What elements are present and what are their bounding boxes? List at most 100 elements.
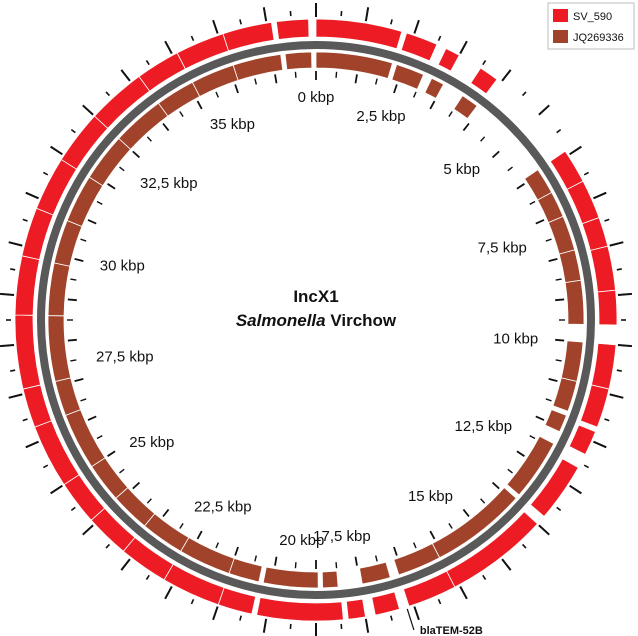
sv590-segment-18	[217, 587, 257, 615]
inner-tick	[70, 278, 77, 281]
inner-tick	[274, 556, 278, 566]
inner-tick	[96, 200, 103, 205]
inner-tick	[234, 84, 239, 94]
sv590-segment-33	[222, 21, 275, 52]
inner-tick	[548, 378, 558, 382]
legend: SV_590 JQ269336	[547, 2, 635, 50]
inner-tick	[535, 415, 545, 421]
inner-tick	[462, 122, 470, 132]
outer-tick	[190, 598, 195, 605]
inner-tick	[74, 378, 84, 382]
outer-tick	[482, 60, 487, 66]
inner-tick	[146, 498, 152, 504]
inner-tick	[132, 150, 141, 159]
inner-tick	[535, 219, 545, 225]
inner-tick	[162, 122, 170, 132]
sv590-segment-25	[14, 314, 42, 390]
sv590-segment-15	[371, 591, 400, 616]
backbone-ring	[37, 41, 595, 599]
outer-tick	[10, 268, 16, 271]
outer-tick	[120, 69, 131, 82]
outer-tick	[583, 171, 590, 176]
scale-label-7: 17,5 kbp	[313, 528, 371, 545]
jq269336-segment-25	[47, 315, 72, 382]
outer-tick	[521, 91, 527, 97]
outer-tick	[70, 128, 76, 134]
jq269336-segment-26	[47, 262, 71, 317]
outer-tick	[105, 543, 111, 549]
inner-tick	[555, 278, 562, 281]
sv590-segment-10	[579, 384, 610, 428]
inner-tick	[491, 150, 500, 159]
sv590-segment-6	[581, 217, 609, 252]
inner-tick	[480, 498, 486, 504]
scale-label-13: 32,5 kbp	[140, 175, 198, 192]
inner-tick	[448, 111, 453, 117]
inner-tick	[196, 100, 203, 110]
jq269336-segment-3	[453, 95, 478, 120]
jq269336-segment-7	[558, 249, 582, 284]
inner-tick	[429, 530, 436, 540]
outer-tick	[212, 606, 219, 621]
outer-tick	[521, 543, 527, 549]
inner-tick	[393, 84, 398, 94]
outer-tick	[617, 344, 632, 348]
sv590-segment-20	[122, 536, 174, 581]
scale-label-10: 25 kbp	[129, 434, 174, 451]
sv590-segment-0	[315, 18, 403, 50]
outer-tick	[10, 369, 16, 372]
outer-tick	[583, 464, 590, 469]
inner-tick	[374, 78, 378, 85]
scale-label-11: 27,5 kbp	[96, 349, 154, 366]
jq269336-segment-16	[321, 570, 339, 589]
outer-tick	[538, 524, 550, 536]
sv590-segment-13	[446, 511, 539, 588]
outer-tick	[538, 104, 550, 116]
jq269336-segment-0	[315, 51, 393, 79]
outer-tick	[364, 7, 370, 22]
inner-tick	[545, 398, 552, 402]
outer-tick	[501, 558, 512, 571]
inner-tick	[393, 546, 398, 556]
inner-tick	[196, 530, 203, 540]
outer-tick	[262, 7, 268, 22]
outer-tick	[239, 615, 242, 621]
jq269336-segment-2	[424, 77, 445, 99]
inner-tick	[448, 523, 453, 529]
sv590-segment-17	[256, 596, 344, 622]
scale-label-5: 12,5 kbp	[455, 418, 513, 435]
sv590-segment-11	[568, 424, 597, 455]
outer-tick	[0, 344, 15, 348]
inner-tick	[412, 542, 417, 549]
jq269336-segment-17	[262, 566, 319, 589]
outer-tick	[164, 586, 173, 600]
outer-tick	[50, 145, 63, 156]
inner-tick	[274, 74, 278, 84]
scale-label-4: 10 kbp	[493, 330, 538, 347]
inner-tick	[107, 183, 116, 190]
sv590-segment-12	[529, 458, 579, 517]
inner-tick	[507, 468, 513, 474]
outer-tick	[437, 35, 442, 42]
scale-label-3: 7,5 kbp	[478, 240, 527, 257]
outer-tick	[239, 19, 242, 25]
inner-tick	[119, 166, 125, 172]
inner-tick	[516, 450, 525, 457]
legend-label-sv590: SV_590	[573, 11, 612, 23]
annotation-leader-0	[406, 608, 415, 631]
jq269336-segment-33	[232, 53, 284, 81]
inner-tick	[429, 100, 436, 110]
sv590-segment-8	[597, 289, 618, 326]
outer-tick	[82, 104, 94, 116]
scale-label-12: 30 kbp	[100, 257, 145, 274]
sv590-segment-28	[35, 159, 78, 216]
outer-tick	[25, 191, 39, 200]
outer-tick	[437, 598, 442, 605]
inner-tick	[132, 481, 141, 490]
jq269336-ring	[47, 51, 585, 589]
sv590-segment-2	[437, 47, 460, 72]
outer-tick	[482, 574, 487, 580]
inner-tick	[374, 555, 378, 562]
outer-tick	[22, 218, 28, 222]
